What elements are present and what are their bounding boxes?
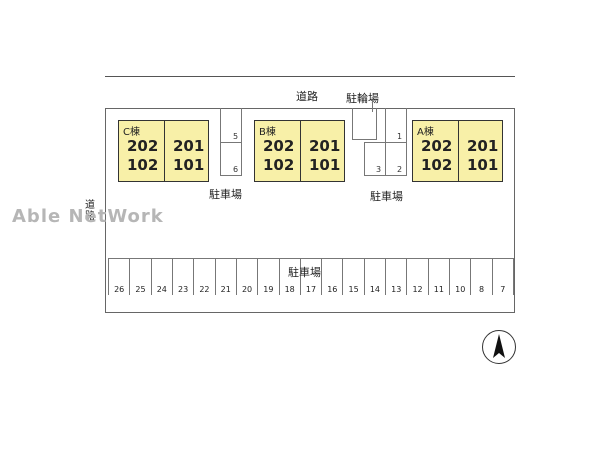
stall-number: 12 bbox=[412, 285, 423, 294]
stall-number: 2 bbox=[397, 165, 403, 174]
stall-number: 24 bbox=[156, 285, 167, 294]
parking-stall: 10 bbox=[449, 259, 470, 295]
stall-number: 20 bbox=[241, 285, 253, 294]
unit-101: 101 bbox=[173, 156, 205, 174]
stall-divider bbox=[220, 142, 242, 143]
unit-102: 102 bbox=[421, 156, 453, 174]
stall-number: 3 bbox=[376, 165, 382, 174]
watermark-logo: Able NetWork bbox=[12, 206, 164, 227]
parking-stall: 16 bbox=[321, 259, 342, 295]
parking-stall: 7 bbox=[491, 259, 513, 295]
parking-stall: 24 bbox=[150, 259, 172, 295]
parking-label-right: 駐車場 bbox=[370, 190, 403, 203]
unit-201: 201 bbox=[467, 137, 499, 155]
parking-stall: 20 bbox=[235, 259, 257, 295]
stall-number: 17 bbox=[305, 285, 317, 294]
property-lot bbox=[105, 108, 515, 313]
building-c: C棟 202 201 102 101 bbox=[118, 120, 209, 182]
unit-divider bbox=[300, 121, 301, 181]
unit-201: 201 bbox=[309, 137, 341, 155]
road-label-left: 道路 bbox=[85, 200, 95, 222]
stall-number: 25 bbox=[135, 285, 146, 294]
building-name: B棟 bbox=[259, 127, 276, 138]
stall-number: 11 bbox=[433, 285, 444, 294]
parking-stall: 25 bbox=[129, 259, 150, 295]
stall-number: 14 bbox=[369, 285, 381, 294]
stall-number: 8 bbox=[478, 285, 485, 294]
parking-stall: 15 bbox=[342, 259, 363, 295]
unit-202: 202 bbox=[263, 137, 295, 155]
parking-stall: 11 bbox=[427, 259, 449, 295]
parking-label-mid: 駐車場 bbox=[209, 188, 242, 201]
unit-102: 102 bbox=[263, 156, 295, 174]
unit-201: 201 bbox=[173, 137, 205, 155]
parking-stall: 12 bbox=[406, 259, 427, 295]
parking-stall: 13 bbox=[385, 259, 406, 295]
road-label-top: 道路 bbox=[296, 90, 318, 103]
stall-number: 5 bbox=[233, 132, 239, 141]
parking-label-bottom: 駐車場 bbox=[288, 266, 321, 279]
unit-101: 101 bbox=[467, 156, 499, 174]
stall-number: 26 bbox=[114, 285, 125, 294]
stall-number: 23 bbox=[178, 285, 189, 294]
stall-number: 18 bbox=[284, 285, 295, 294]
parking-stalls-3 bbox=[364, 142, 407, 176]
parking-stall: 22 bbox=[193, 259, 214, 295]
unit-102: 102 bbox=[127, 156, 159, 174]
road-line bbox=[105, 76, 515, 77]
north-arrow-icon bbox=[482, 330, 516, 364]
unit-divider bbox=[458, 121, 459, 181]
parking-stall: 14 bbox=[363, 259, 385, 295]
building-name: A棟 bbox=[417, 127, 434, 138]
parking-stall: 19 bbox=[257, 259, 278, 295]
parking-stall: 26 bbox=[108, 259, 129, 295]
unit-202: 202 bbox=[127, 137, 159, 155]
bicycle-parking-area bbox=[352, 108, 377, 140]
stall-number: 1 bbox=[397, 132, 403, 141]
stall-number: 21 bbox=[220, 285, 231, 294]
unit-202: 202 bbox=[421, 137, 453, 155]
parking-stall: 23 bbox=[171, 259, 193, 295]
parking-stall: 17 bbox=[299, 259, 321, 295]
building-name: C棟 bbox=[123, 127, 140, 138]
parking-stall: 18 bbox=[278, 259, 300, 295]
unit-101: 101 bbox=[309, 156, 341, 174]
parking-row: 26 25 24 23 22 21 20 19 18 17 16 15 14 13 12 11 10 8 7 bbox=[108, 258, 514, 295]
bicycle-parking-label: 駐輪場 bbox=[346, 92, 379, 105]
stall-number: 15 bbox=[348, 285, 359, 294]
stall-number: 13 bbox=[391, 285, 402, 294]
stall-number: 7 bbox=[500, 285, 506, 294]
stall-number: 16 bbox=[327, 285, 338, 294]
unit-divider bbox=[164, 121, 165, 181]
building-b: B棟 202 201 102 101 bbox=[254, 120, 345, 182]
building-a: A棟 202 201 102 101 bbox=[412, 120, 503, 182]
stall-number: 22 bbox=[199, 285, 210, 294]
stall-number: 19 bbox=[263, 285, 274, 294]
parking-stall: 8 bbox=[470, 259, 491, 295]
stall-number: 6 bbox=[233, 165, 239, 174]
bicycle-pointer-line bbox=[372, 100, 373, 112]
parking-stall: 21 bbox=[214, 259, 236, 295]
stall-number: 10 bbox=[455, 285, 466, 294]
